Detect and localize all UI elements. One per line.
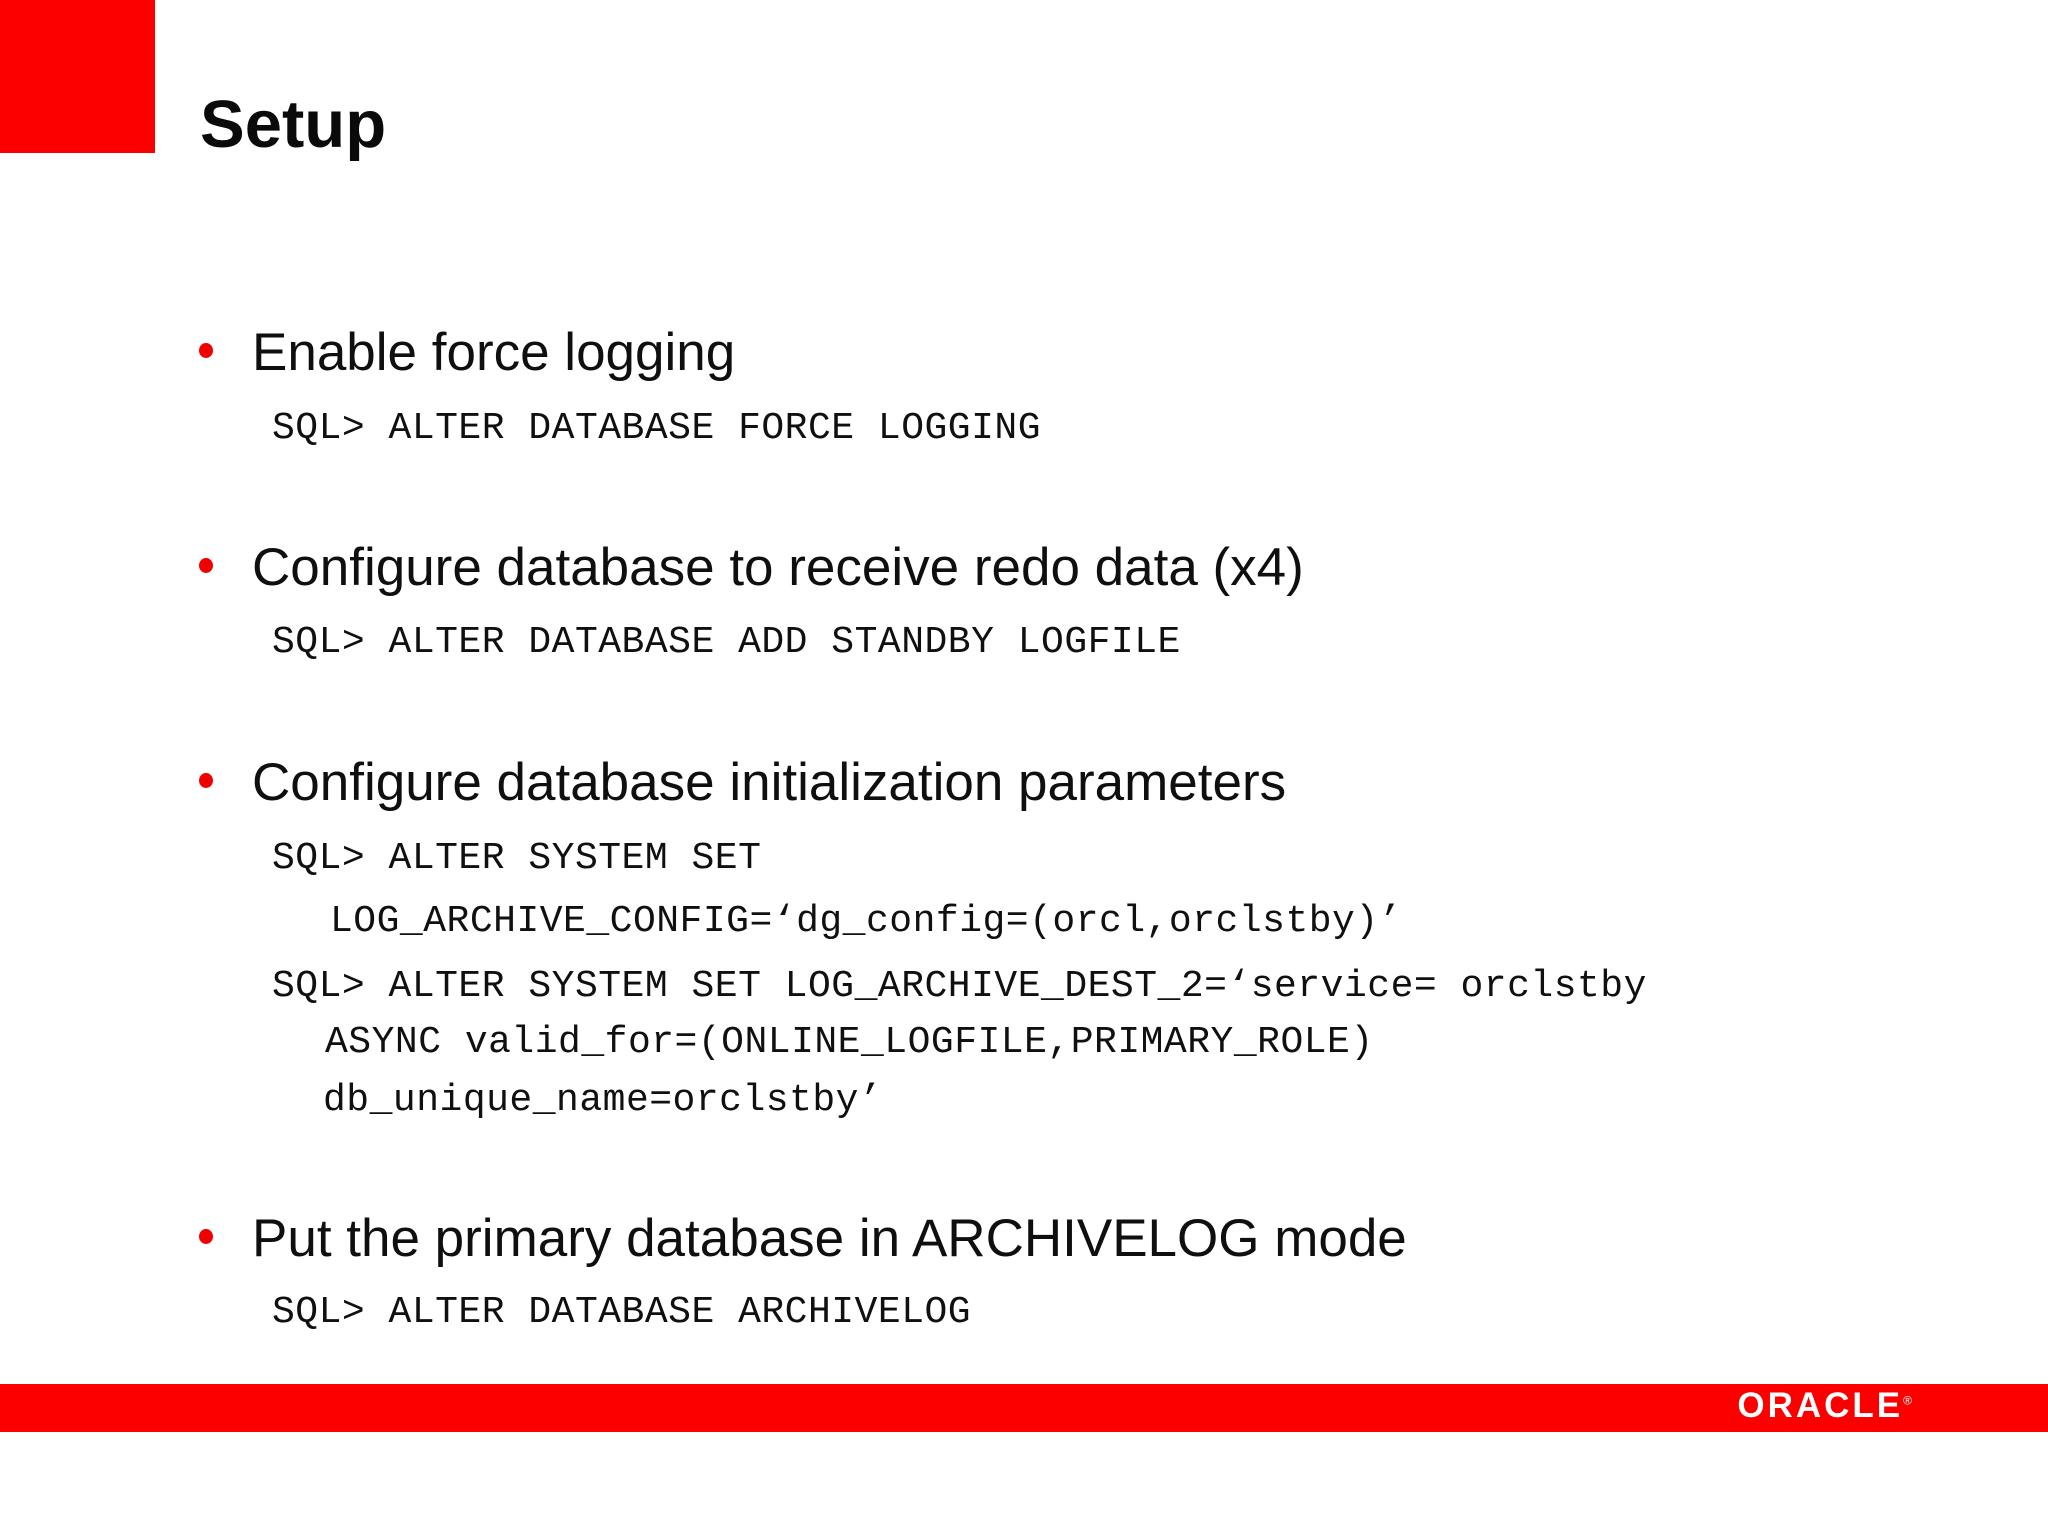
code-line-log-archive-dest: SQL> ALTER SYSTEM SET LOG_ARCHIVE_DEST_2… [272,965,1647,1008]
code-line-db-unique-name: db_unique_name=orclstby’ [323,1079,883,1122]
bullet-item-enable-force-logging: Enable force logging [199,323,735,384]
bullet-label: Put the primary database in ARCHIVELOG m… [252,1209,1407,1268]
bullet-icon [199,1229,213,1244]
bullet-label: Configure database to receive redo data … [252,538,1304,597]
code-line-async-valid-for: ASYNC valid_for=(ONLINE_LOGFILE,PRIMARY_… [325,1021,1374,1064]
oracle-wordmark: ORACLE [1737,1386,1904,1425]
bullet-item-archivelog-mode: Put the primary database in ARCHIVELOG m… [199,1209,1407,1270]
code-line-archivelog: SQL> ALTER DATABASE ARCHIVELOG [272,1291,972,1334]
corner-accent-square [0,0,155,153]
registered-trademark-symbol: ® [1903,1393,1912,1408]
bullet-label: Configure database initialization parame… [252,753,1287,812]
footer-bar: ORACLE® [0,1384,2048,1432]
code-line-log-archive-config: LOG_ARCHIVE_CONFIG=‘dg_config=(orcl,orcl… [330,900,1402,943]
bullet-item-init-parameters: Configure database initialization parame… [199,753,1286,814]
bullet-icon [199,773,213,788]
bullet-label: Enable force logging [252,323,736,382]
code-line-force-logging: SQL> ALTER DATABASE FORCE LOGGING [272,407,1042,450]
code-line-alter-system-set: SQL> ALTER SYSTEM SET [272,837,762,880]
oracle-logo: ORACLE® [1737,1388,1912,1423]
code-line-add-standby-logfile: SQL> ALTER DATABASE ADD STANDBY LOGFILE [272,621,1181,664]
slide-title: Setup [200,87,387,162]
bullet-item-receive-redo-data: Configure database to receive redo data … [199,538,1304,599]
bullet-icon [199,343,213,358]
bullet-icon [199,558,213,573]
